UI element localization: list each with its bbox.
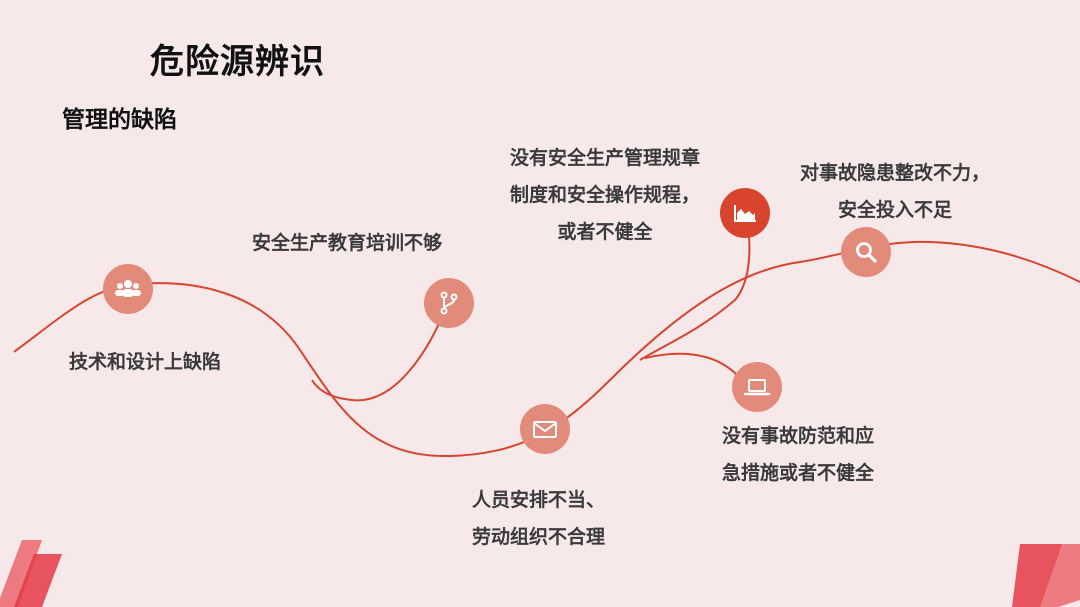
node-rules	[720, 188, 770, 238]
area-chart-icon	[734, 205, 756, 222]
envelope-icon	[533, 421, 557, 438]
node-hazard	[841, 227, 891, 277]
node-staffing	[520, 404, 570, 454]
label-training: 安全生产教育培训不够	[252, 225, 442, 262]
node-emergency	[732, 362, 782, 412]
label-hazard-line-1: 对事故隐患整改不力，	[799, 162, 990, 184]
label-emergency-line-2: 急措施或者不健全	[722, 462, 875, 484]
decor-corner-right	[1012, 544, 1080, 607]
label-training-line: 安全生产教育培训不够	[252, 232, 443, 254]
users-group-icon	[115, 280, 141, 297]
label-rules: 没有安全生产管理规章 制度和安全操作规程， 或者不健全	[500, 140, 710, 251]
branch-emergency-path	[644, 352, 739, 377]
label-rules-line-2: 制度和安全操作规程，	[509, 184, 700, 206]
branch-training-path	[311, 301, 449, 402]
decor-corner-left	[0, 540, 62, 607]
label-staffing-line-2: 劳动组织不合理	[472, 526, 606, 548]
label-hazard: 对事故隐患整改不力， 安全投入不足	[790, 155, 1000, 229]
search-icon	[856, 242, 877, 263]
label-rules-line-3: 或者不健全	[557, 221, 653, 243]
branch-rules-path	[639, 211, 751, 361]
label-rules-line-1: 没有安全生产管理规章	[509, 147, 700, 169]
laptop-icon	[743, 379, 771, 396]
label-tech: 技术和设计上缺陷	[69, 344, 221, 381]
node-training	[424, 278, 474, 328]
label-hazard-line-2: 安全投入不足	[837, 199, 952, 221]
label-tech-line: 技术和设计上缺陷	[69, 351, 222, 373]
label-emergency: 没有事故防范和应 急措施或者不健全	[722, 418, 874, 492]
slide-title: 危险源辨识	[150, 42, 325, 82]
label-staffing-line-1: 人员安排不当、	[472, 489, 606, 511]
label-staffing: 人员安排不当、 劳动组织不合理	[472, 482, 605, 556]
node-tech	[103, 264, 153, 314]
branch-icon	[440, 291, 458, 315]
label-emergency-line-1: 没有事故防范和应	[722, 425, 875, 447]
slide-subtitle: 管理的缺陷	[62, 107, 177, 133]
